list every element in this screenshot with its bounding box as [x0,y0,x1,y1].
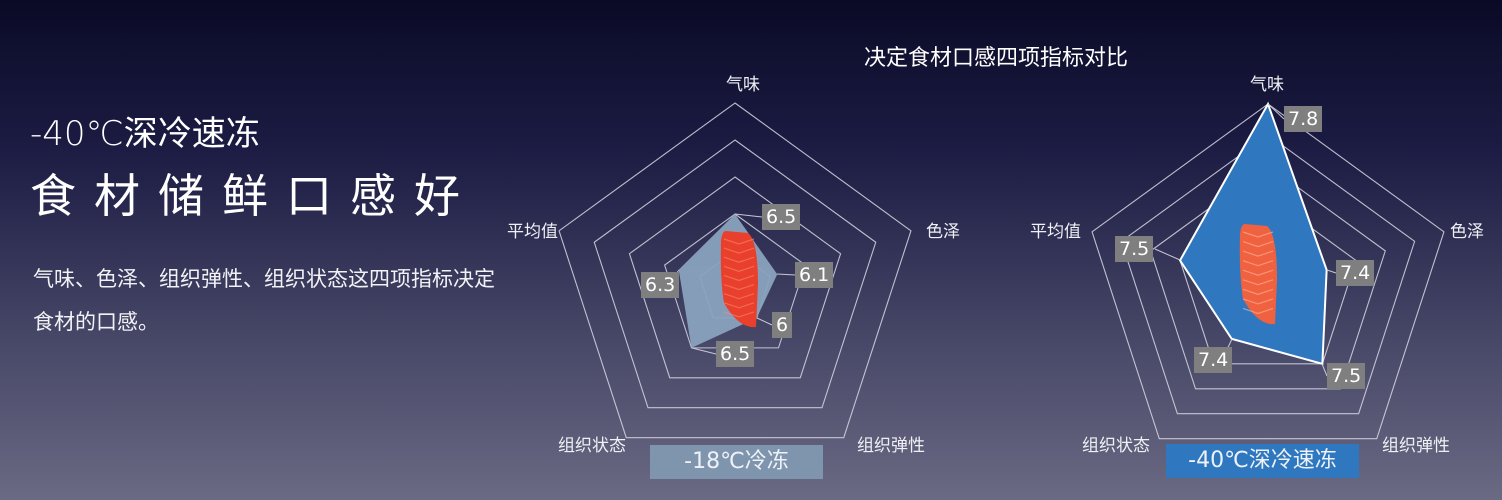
headline-line-2: 食材储鲜口感好 [30,169,478,223]
legend-badge-40c: -40℃深冷速冻 [1166,444,1359,478]
value-label-smell-left: 6.5 [762,204,801,230]
axis-label-color-left: 色泽 [926,222,960,242]
legend-badge-18c: -18℃冷冻 [650,445,823,479]
axis-label-color-right: 色泽 [1450,222,1484,242]
value-label-elasticity-right: 7.5 [1327,363,1366,389]
axis-label-smell-right: 气味 [1250,75,1284,95]
value-label-color-left: 6.1 [795,262,834,288]
axis-label-average-right: 平均值 [1030,222,1081,242]
axis-label-elasticity-left: 组织弹性 [857,436,925,456]
description-text: 气味、色泽、组织弹性、组织状态这四项指标决定食材的口感。 [33,267,495,334]
value-label-texture-right: 7.4 [1194,347,1233,373]
chart-title: 决定食材口感四项指标对比 [864,46,1129,71]
axis-label-elasticity-right: 组织弹性 [1382,436,1450,456]
axis-label-texture-right: 组织状态 [1082,436,1150,456]
value-label-average-left: 6.3 [641,272,680,298]
axis-label-texture-left: 组织状态 [558,436,626,456]
value-label-smell-right: 7.8 [1284,106,1323,132]
salmon-image-left [720,231,758,328]
salmon-image-right [1239,224,1277,325]
axis-label-average-left: 平均值 [507,222,558,242]
value-label-average-right: 7.5 [1115,236,1154,262]
value-label-elasticity-left: 6 [772,312,793,338]
value-label-color-right: 7.4 [1336,260,1375,286]
axis-label-smell-left: 气味 [726,75,760,95]
value-label-texture-left: 6.5 [716,341,755,367]
headline-line-1: -40℃深冷速冻 [30,114,260,154]
